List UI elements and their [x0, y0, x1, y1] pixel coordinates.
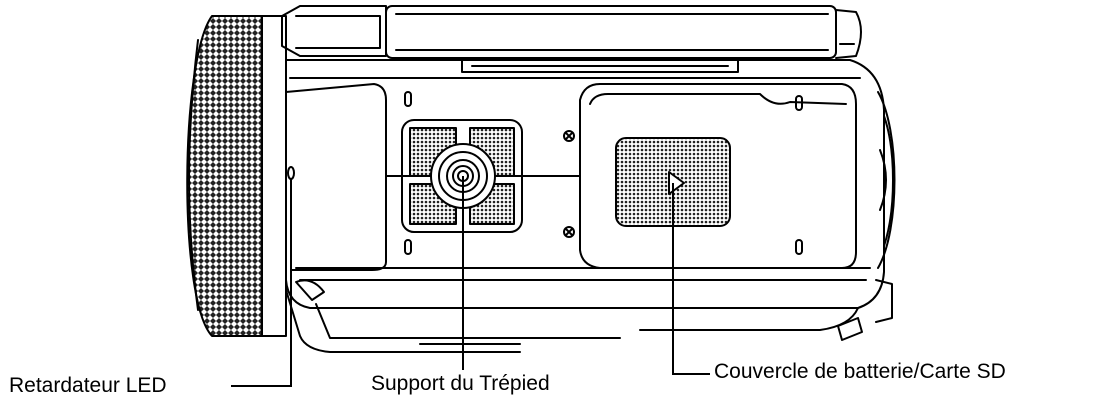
body-slots	[404, 91, 803, 255]
callout-self-timer-led: Retardateur LED	[9, 374, 167, 397]
camera-body	[285, 59, 896, 353]
left-flap	[285, 83, 387, 271]
callout-tripod-mount: Support du Trépied	[371, 372, 550, 395]
leader-lines	[231, 176, 710, 387]
lens-ring	[186, 15, 287, 337]
battery-sd-cover-door	[579, 83, 857, 269]
leader-self-timer-led	[231, 179, 292, 387]
lcd-panel	[281, 5, 862, 73]
tripod-mount-plate	[385, 119, 581, 233]
leader-battery-sd-cover	[672, 183, 710, 375]
self-timer-led-indicator	[287, 166, 295, 180]
callout-battery-sd-cover: Couvercle de batterie/Carte SD	[714, 360, 1006, 383]
